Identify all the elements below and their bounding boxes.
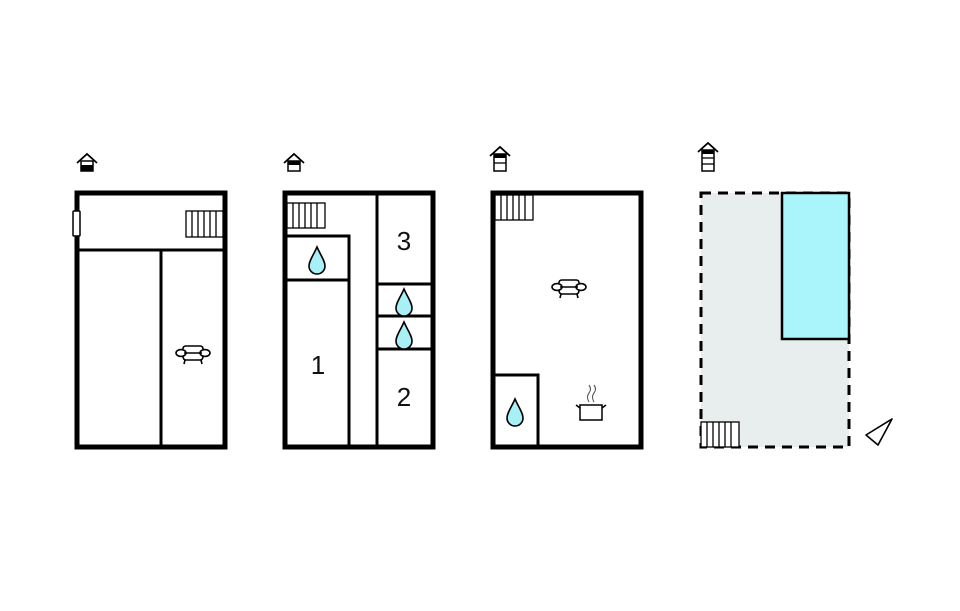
window-icon xyxy=(72,210,81,237)
pool xyxy=(780,191,851,341)
stairs-icon xyxy=(286,202,326,229)
floor-3-plan xyxy=(489,145,644,450)
floor-2-plan: 1 3 2 xyxy=(282,152,436,450)
room-label-2: 2 xyxy=(397,382,411,412)
north-arrow-icon xyxy=(865,418,893,446)
floor-level-icon xyxy=(697,141,719,172)
floor-level-icon xyxy=(283,152,305,172)
floor-level-icon xyxy=(76,152,98,172)
floor-level-icon xyxy=(489,145,511,172)
stairs-icon xyxy=(700,421,740,448)
cooking-pot-icon xyxy=(575,384,607,421)
room-label-3: 3 xyxy=(397,226,411,256)
stairs-icon xyxy=(494,194,534,221)
floor-1-plan xyxy=(72,152,228,450)
floor-4-plan xyxy=(697,141,893,449)
stairs-icon xyxy=(185,210,224,238)
room-label-1: 1 xyxy=(311,350,325,380)
